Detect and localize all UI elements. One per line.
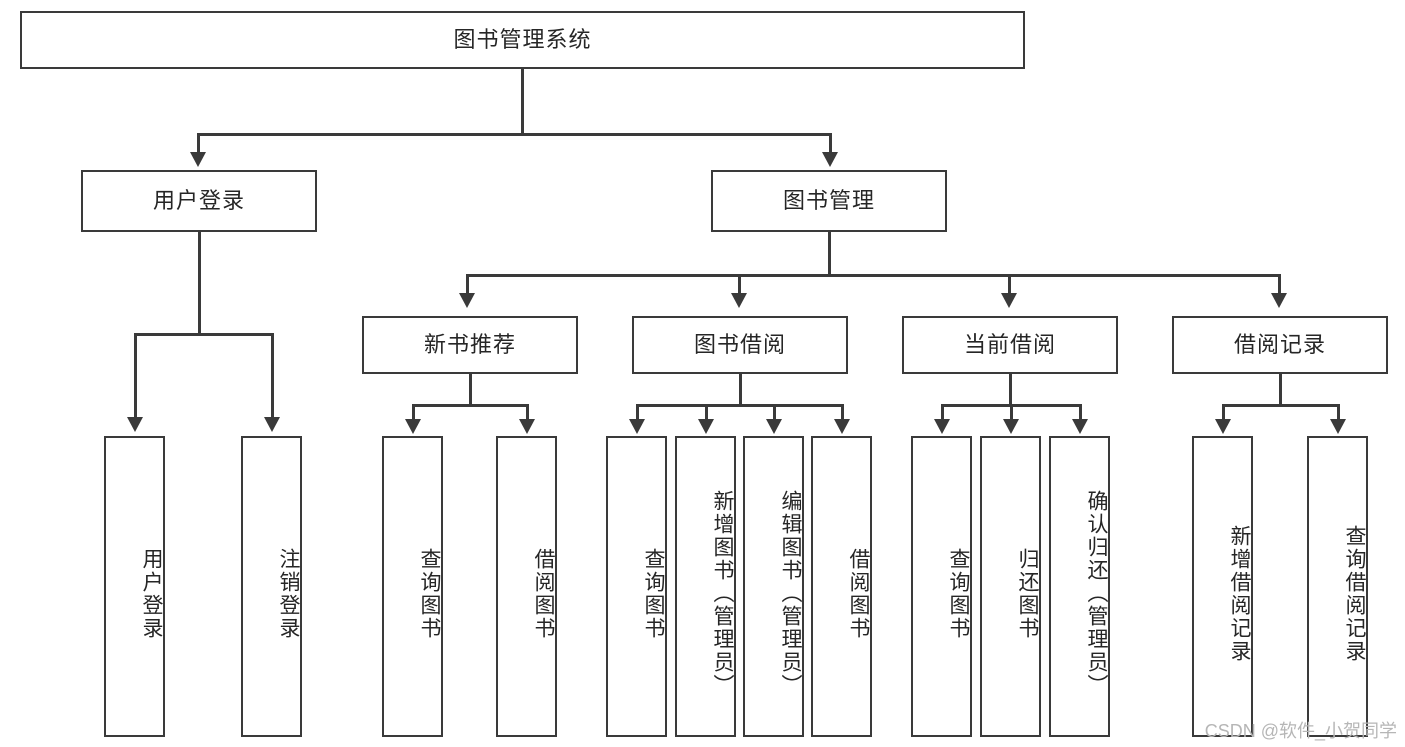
- connector-user-login-stem: [198, 232, 201, 334]
- node-label: 查询图书: [947, 547, 970, 640]
- leaf-book-borrow-edit[interactable]: 编辑图书（管理员）: [743, 436, 804, 737]
- connector-root-bar: [197, 133, 830, 136]
- leaf-new-book-borrow[interactable]: 借阅图书: [496, 436, 557, 737]
- connector-root-drop-left: [197, 133, 200, 155]
- node-label: 注销登录: [277, 547, 300, 640]
- connector-root-drop-right: [829, 133, 832, 155]
- connector-book-borrow-drop-1: [705, 404, 708, 420]
- connector-borrow-record-stem: [1279, 374, 1282, 406]
- leaf-new-book-query[interactable]: 查询图书: [382, 436, 443, 737]
- connector-borrow-record-bar: [1222, 404, 1339, 407]
- connector-current-borrow-drop-2: [1079, 404, 1082, 420]
- arrowhead-leaf-book-borrow-2: [766, 419, 782, 434]
- connector-root-stem: [521, 69, 524, 134]
- arrowhead-leaf-current-borrow-2: [1072, 419, 1088, 434]
- leaf-book-borrow-query[interactable]: 查询图书: [606, 436, 667, 737]
- arrowhead-book-borrow: [731, 293, 747, 308]
- connector-book-manage-stem: [828, 232, 831, 276]
- node-label: 归还图书: [1016, 547, 1039, 640]
- node-book-management[interactable]: 图书管理: [711, 170, 947, 232]
- node-label: 编辑图书（管理员）: [779, 490, 802, 697]
- leaf-borrow-record-add[interactable]: 新增借阅记录: [1192, 436, 1253, 737]
- node-label: 图书管理: [782, 187, 875, 213]
- connector-book-borrow-bar: [636, 404, 843, 407]
- node-label: 查询借阅记录: [1343, 524, 1366, 663]
- node-new-book-recommend[interactable]: 新书推荐: [362, 316, 578, 374]
- connector-user-login-drop-0: [134, 333, 137, 419]
- arrowhead-leaf-new-book-1: [519, 419, 535, 434]
- node-label: 查询图书: [642, 547, 665, 640]
- node-label: 新书推荐: [423, 331, 516, 357]
- node-user-login[interactable]: 用户登录: [81, 170, 317, 232]
- connector-book-manage-drop-1: [738, 274, 741, 296]
- leaf-borrow-record-query[interactable]: 查询借阅记录: [1307, 436, 1368, 737]
- connector-new-book-drop-1: [526, 404, 529, 420]
- arrowhead-leaf-current-borrow-0: [934, 419, 950, 434]
- leaf-book-borrow-borrow[interactable]: 借阅图书: [811, 436, 872, 737]
- arrowhead-leaf-book-borrow-3: [834, 419, 850, 434]
- arrowhead-leaf-book-borrow-1: [698, 419, 714, 434]
- connector-book-borrow-drop-0: [636, 404, 639, 420]
- arrowhead-leaf-user-login-1: [264, 417, 280, 432]
- connector-new-book-stem: [469, 374, 472, 406]
- node-label: 用户登录: [152, 187, 245, 213]
- node-label: 图书管理系统: [453, 26, 592, 52]
- node-label: 当前借阅: [963, 331, 1056, 357]
- arrowhead-user-login: [190, 152, 206, 167]
- arrowhead-leaf-user-login-0: [127, 417, 143, 432]
- connector-user-login-drop-1: [271, 333, 274, 419]
- connector-book-manage-drop-3: [1278, 274, 1281, 296]
- leaf-current-borrow-confirm[interactable]: 确认归还（管理员）: [1049, 436, 1110, 737]
- connector-book-manage-drop-0: [466, 274, 469, 296]
- connector-book-manage-drop-2: [1008, 274, 1011, 296]
- node-borrow-record[interactable]: 借阅记录: [1172, 316, 1388, 374]
- arrowhead-new-book-recommend: [459, 293, 475, 308]
- connector-book-borrow-stem: [739, 374, 742, 406]
- node-label: 用户登录: [140, 547, 163, 640]
- connector-new-book-bar: [412, 404, 529, 407]
- leaf-book-borrow-add[interactable]: 新增图书（管理员）: [675, 436, 736, 737]
- node-book-borrow[interactable]: 图书借阅: [632, 316, 848, 374]
- arrowhead-leaf-new-book-0: [405, 419, 421, 434]
- arrowhead-current-borrow: [1001, 293, 1017, 308]
- arrowhead-leaf-borrow-record-0: [1215, 419, 1231, 434]
- connector-borrow-record-drop-0: [1222, 404, 1225, 420]
- arrowhead-leaf-book-borrow-0: [629, 419, 645, 434]
- connector-new-book-drop-0: [412, 404, 415, 420]
- connector-current-borrow-drop-1: [1010, 404, 1013, 420]
- node-label: 借阅图书: [847, 547, 870, 640]
- arrowhead-borrow-record: [1271, 293, 1287, 308]
- leaf-current-borrow-return[interactable]: 归还图书: [980, 436, 1041, 737]
- arrowhead-leaf-borrow-record-1: [1330, 419, 1346, 434]
- connector-book-borrow-drop-2: [773, 404, 776, 420]
- connector-borrow-record-drop-1: [1337, 404, 1340, 420]
- node-label: 确认归还（管理员）: [1085, 490, 1108, 697]
- connector-user-login-bar: [134, 333, 273, 336]
- node-label: 借阅记录: [1233, 331, 1326, 357]
- node-label: 图书借阅: [693, 331, 786, 357]
- connector-current-borrow-drop-0: [941, 404, 944, 420]
- node-root-system[interactable]: 图书管理系统: [20, 11, 1025, 69]
- connector-book-borrow-drop-3: [841, 404, 844, 420]
- arrowhead-book-manage: [822, 152, 838, 167]
- node-label: 借阅图书: [532, 547, 555, 640]
- leaf-current-borrow-query[interactable]: 查询图书: [911, 436, 972, 737]
- csdn-watermark: CSDN @软件_小贺同学: [1204, 721, 1397, 741]
- arrowhead-leaf-current-borrow-1: [1003, 419, 1019, 434]
- connector-current-borrow-stem: [1009, 374, 1012, 406]
- leaf-user-login-login[interactable]: 用户登录: [104, 436, 165, 737]
- node-current-borrow[interactable]: 当前借阅: [902, 316, 1118, 374]
- connector-book-manage-bar: [466, 274, 1280, 277]
- node-label: 新增借阅记录: [1228, 524, 1251, 663]
- node-label: 查询图书: [418, 547, 441, 640]
- node-label: 新增图书（管理员）: [711, 490, 734, 697]
- leaf-user-login-logout[interactable]: 注销登录: [241, 436, 302, 737]
